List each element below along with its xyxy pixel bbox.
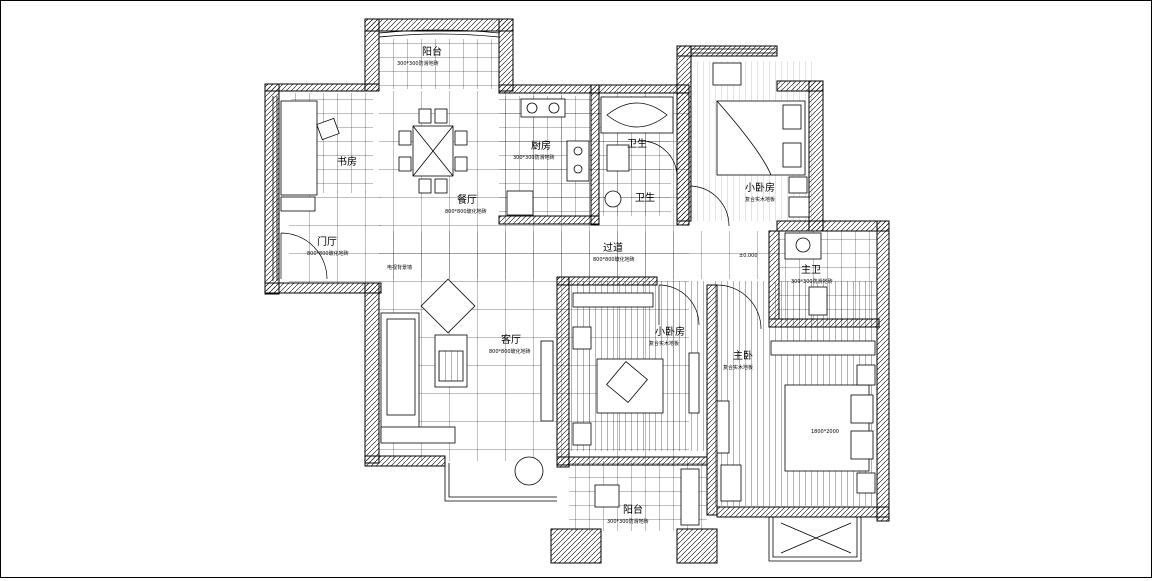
wall-bedroom-top-notch — [776, 80, 824, 92]
wall-mid-divider — [706, 284, 718, 516]
bedroom-top-door — [690, 185, 730, 227]
wall-smallbed-top — [556, 276, 658, 286]
windows — [272, 29, 862, 562]
wall-smallbed-left — [556, 276, 570, 468]
label-foyer: 门厅 — [317, 235, 337, 248]
wall-masterbath-top — [776, 220, 890, 232]
bed-master — [716, 340, 876, 502]
balcony-bottom-furniture — [594, 468, 700, 526]
wall-kitchen-bottom — [498, 215, 600, 225]
note-corridor: 800*800玻化地砖 — [593, 256, 635, 263]
bed-small — [572, 292, 700, 446]
wall-master-bottom — [716, 506, 890, 518]
label-dining: 餐厅 — [457, 193, 477, 206]
wall-masterbath-bottom — [768, 318, 880, 328]
label-corridor: 过道 — [603, 241, 623, 254]
label-balcony-bottom: 阳台 — [623, 503, 643, 516]
floor-balcony-top — [379, 39, 499, 89]
wall-balcony-bottom-left — [550, 528, 602, 564]
note-dining: 800*800玻化地砖 — [445, 208, 487, 215]
label-master-bath: 主卫 — [801, 264, 821, 276]
wall-study-top — [264, 83, 380, 92]
label-kitchen: 厨房 — [531, 139, 551, 152]
note-living: 800*800玻化地砖 — [489, 348, 531, 355]
master-bath-fittings — [784, 232, 828, 316]
living-bay — [444, 463, 557, 502]
wall-bedroom-top-right — [808, 80, 824, 232]
note-bed-size: 1800*2000 — [811, 429, 839, 435]
note-small-bedroom-top: 复合实木地板 — [745, 196, 775, 203]
wall-bedroom-top-left — [676, 45, 692, 222]
note-master-bedroom: 复合实木地板 — [723, 364, 753, 371]
smallbed-door — [658, 284, 700, 326]
room-labels: 阳台 300*300防滑地砖 书房 餐厅 800*800玻化地砖 厨房 300*… — [307, 45, 839, 525]
living-furniture — [380, 278, 554, 486]
note-level: ±0.000 — [739, 253, 758, 259]
bed-top — [712, 62, 810, 218]
note-foyer: 800*800玻化地砖 — [307, 250, 349, 257]
note-master-bath: 300*300防滑地砖 — [791, 278, 833, 285]
label-guest-bath: 卫生 — [627, 137, 647, 150]
label-master-bedroom: 主卧 — [733, 349, 753, 362]
wall-kitchen-bath — [590, 84, 600, 226]
kitchen-fittings — [506, 98, 590, 216]
bedroom-top-window — [691, 48, 777, 54]
doors — [280, 140, 762, 330]
balcony-top-rail — [378, 29, 500, 38]
note-kitchen: 300*300防滑地砖 — [513, 154, 555, 161]
wall-living-bottom — [364, 455, 446, 467]
wall-foyer-bottom — [264, 282, 382, 294]
note-balcony-top: 300*300防滑地砖 — [397, 60, 439, 67]
floor-corridor — [379, 231, 779, 279]
study-desk — [280, 100, 340, 212]
wall-east — [876, 220, 890, 522]
wall-smallbed-bottom — [556, 456, 708, 466]
wall-balcony-top-cap — [364, 18, 514, 32]
wall-bedroom-top-cap — [676, 45, 778, 57]
wall-masterbath-left — [768, 230, 780, 320]
note-tv-wall: 电视背景墙 — [387, 264, 412, 271]
wall-balcony-bottom-right — [676, 528, 718, 564]
bath-door — [640, 140, 678, 178]
study-window — [272, 96, 278, 281]
label-living: 客厅 — [501, 333, 521, 346]
master-door — [716, 284, 762, 330]
label-bath-small: 卫生 — [635, 191, 655, 204]
guest-bath-fittings — [600, 96, 674, 208]
label-small-bedroom: 小卧房 — [655, 325, 685, 338]
dining-table — [398, 108, 468, 194]
master-balcony — [768, 517, 862, 562]
entry-door — [280, 232, 328, 280]
label-small-bedroom-top: 小卧房 — [745, 181, 775, 194]
note-small-bedroom: 复合实木地板 — [649, 340, 679, 347]
master-balcony-x — [780, 522, 852, 554]
walls — [264, 18, 890, 564]
floors — [289, 39, 879, 531]
label-balcony-top: 阳台 — [422, 45, 442, 58]
label-study: 书房 — [337, 155, 357, 168]
note-balcony-bottom: 300*300防滑地砖 — [607, 518, 649, 525]
wall-living-left — [364, 282, 380, 464]
